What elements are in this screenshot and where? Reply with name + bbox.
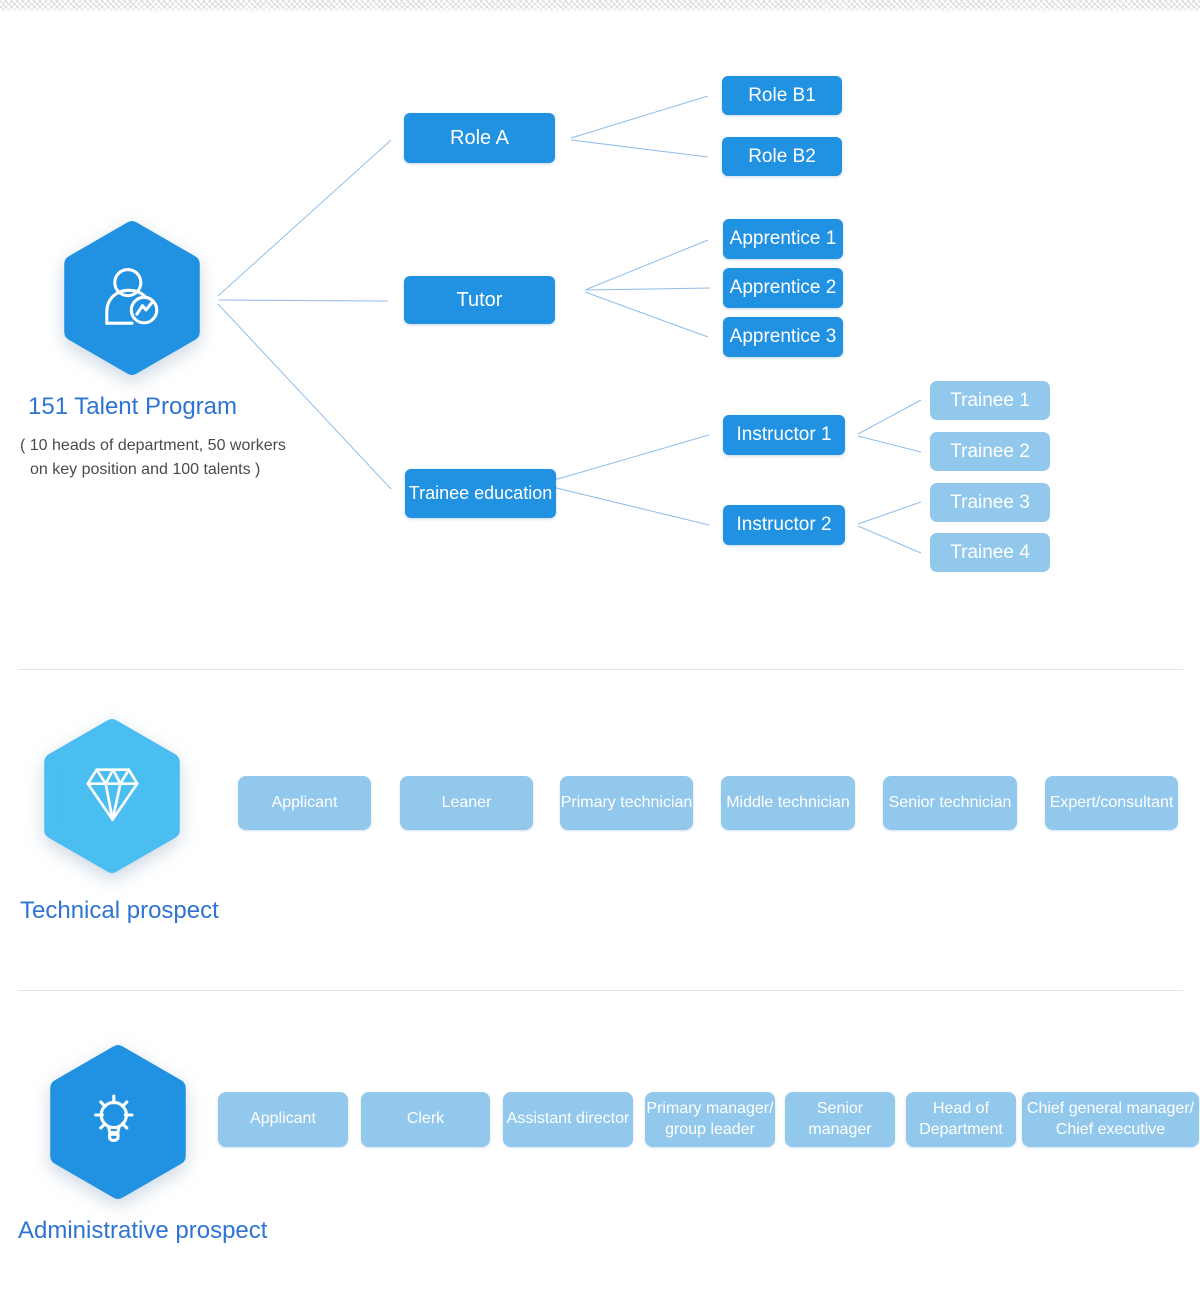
- technical-step-primary-technician: Primary technician: [560, 776, 693, 830]
- node-trainee-3: Trainee 3: [930, 483, 1050, 522]
- technical-step-expert-consultant: Expert/consultant: [1045, 776, 1178, 830]
- node-tutor: Tutor: [404, 276, 555, 324]
- person-activity-icon: [105, 268, 159, 325]
- node-apprentice-1: Apprentice 1: [723, 219, 843, 259]
- administrative-step-applicant: Applicant: [218, 1092, 348, 1147]
- node-trainee-1: Trainee 1: [930, 381, 1050, 420]
- node-instructor-1: Instructor 1: [723, 415, 845, 455]
- node-role-b1: Role B1: [722, 76, 842, 115]
- program-subtitle-line2: on key position and 100 talents ): [30, 461, 261, 478]
- technical-hexagon: [40, 719, 184, 873]
- diamond-icon: [86, 768, 139, 821]
- node-trainee-education: Trainee education: [405, 469, 556, 518]
- technical-step-middle-technician: Middle technician: [721, 776, 855, 830]
- technical-heading: Technical prospect: [20, 897, 219, 924]
- lightbulb-icon: [94, 1094, 134, 1142]
- program-subtitle: ( 10 heads of department, 50 workers on …: [20, 434, 286, 482]
- node-role-b2: Role B2: [722, 137, 842, 176]
- section-divider-1: [18, 669, 1183, 670]
- technical-step-applicant: Applicant: [238, 776, 371, 830]
- administrative-step-senior-manager: Senior manager: [785, 1092, 895, 1147]
- administrative-step-primary-manager: Primary manager/ group leader: [645, 1092, 775, 1147]
- hatched-top-border: [0, 0, 1200, 13]
- administrative-step-clerk: Clerk: [361, 1092, 490, 1147]
- administrative-step-head-of-department: Head of Department: [906, 1092, 1016, 1147]
- administrative-hexagon: [46, 1045, 190, 1199]
- technical-step-leaner: Leaner: [400, 776, 533, 830]
- node-trainee-4: Trainee 4: [930, 533, 1050, 572]
- administrative-step-chief-general-manager: Chief general manager/ Chief executive: [1022, 1092, 1199, 1147]
- node-trainee-2: Trainee 2: [930, 432, 1050, 471]
- node-role-a: Role A: [404, 113, 555, 163]
- program-subtitle-line1: ( 10 heads of department, 50 workers: [20, 437, 286, 454]
- node-instructor-2: Instructor 2: [723, 505, 845, 545]
- technical-step-senior-technician: Senior technician: [883, 776, 1017, 830]
- node-apprentice-2: Apprentice 2: [723, 268, 843, 308]
- program-title: 151 Talent Program: [28, 393, 238, 420]
- section-divider-2: [18, 990, 1183, 991]
- administrative-step-assistant-director: Assistant director: [503, 1092, 633, 1147]
- node-apprentice-3: Apprentice 3: [723, 317, 843, 357]
- program-hexagon: [62, 221, 202, 375]
- administrative-heading: Administrative prospect: [18, 1217, 268, 1244]
